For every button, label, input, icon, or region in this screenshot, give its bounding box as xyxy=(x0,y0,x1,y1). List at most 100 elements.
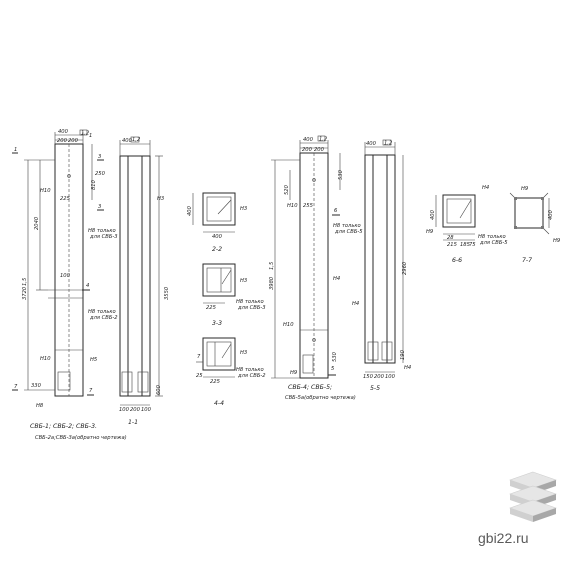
s44-n8-b: для СВБ-2 xyxy=(237,373,266,379)
s33-n8-b: для СВБ-3 xyxy=(237,305,266,311)
v4-height-top: 530 xyxy=(338,169,344,180)
s22-n3: Н3 xyxy=(240,206,247,212)
s11-height-total: 3550 xyxy=(164,286,170,300)
s77-height: 400 xyxy=(548,209,554,220)
s11-bottom-b: 200 xyxy=(130,407,141,413)
s55-bottom-c: 100 xyxy=(385,374,396,380)
s55-title: 5-5 xyxy=(370,385,380,392)
v4-n4: Н4 xyxy=(333,276,340,282)
v1-mark-top: 1 xyxy=(89,133,92,139)
s55-bottom-a: 150 xyxy=(363,374,374,380)
stacked-slabs-icon xyxy=(509,471,557,522)
s77-n9-tag: Н9 xyxy=(553,238,560,244)
s44-dim-a: 25 xyxy=(196,373,203,379)
site-brand: gbi22.ru xyxy=(478,530,529,546)
s55-height-bottom: 190 xyxy=(400,349,406,360)
v4-n9: Н9 xyxy=(290,370,297,376)
v1-height-bottom: 330 xyxy=(31,383,42,389)
s11-title: 1-1 xyxy=(128,419,138,426)
s55-width-total: 400 xyxy=(366,141,377,147)
v1-caption-2: СВБ-2а;СВБ-3а(обратно чертежа) xyxy=(35,435,127,441)
v1-height-top: 250 xyxy=(95,171,106,177)
v1-mark-upper-right: 3 xyxy=(98,154,101,160)
v1-height-sec: 1,5 xyxy=(22,277,28,286)
s33-n8-a: Н8 только xyxy=(236,299,264,305)
s66-title: 6-6 xyxy=(452,257,462,264)
v1-n10-bottom: Н10 xyxy=(40,356,51,362)
s11-width-box: 1,2 xyxy=(132,137,140,143)
v1-height-upper: 810 xyxy=(91,179,97,190)
v1-n8-mid-a: Н8 только xyxy=(88,309,116,315)
v1-width-box: 1,2 xyxy=(81,131,89,137)
s22-width: 400 xyxy=(212,234,223,240)
s33-width: 225 xyxy=(206,305,217,311)
s11-n3: Н3 xyxy=(157,196,164,202)
s44-dim-c: 7 xyxy=(197,354,201,360)
v4-width-half-b: 200 xyxy=(314,147,325,153)
s44-n3: Н3 xyxy=(240,350,247,356)
s44-n8-a: Н8 только xyxy=(236,367,264,373)
v4-n10-bottom: Н10 xyxy=(283,322,294,328)
v4-mark-5: 5 xyxy=(331,366,335,372)
v4-caption-1: СВБ-4; СВБ-5; xyxy=(288,384,332,391)
v1-mark-left: 1 xyxy=(14,147,17,153)
s33-n3: Н3 xyxy=(240,278,247,284)
s22-height: 400 xyxy=(187,205,193,216)
v1-mark-bottom-left: 7 xyxy=(14,384,18,390)
v1-n8-bottom: Н8 xyxy=(36,403,44,409)
s66-n9: Н9 xyxy=(426,229,433,235)
v4-n10-top: Н10 xyxy=(287,203,298,209)
s11-bottom-a: 100 xyxy=(119,407,130,413)
section-7-7: Н9 400 Н9 7-7 xyxy=(509,186,560,264)
v1-mark-mid-right: 3 xyxy=(98,204,101,210)
v4-n8-b: для СВБ-5 xyxy=(334,229,363,235)
column-view-1: 400 1,2 200 200 1 1 3 3 4 7 7 250 810 20… xyxy=(12,129,127,441)
v4-width-half-a: 200 xyxy=(302,147,313,153)
v4-height-bottom: 530 xyxy=(332,351,338,362)
v1-mark-low: 4 xyxy=(86,283,89,289)
v1-height-total: 3720 xyxy=(22,286,28,300)
v4-width-box: 1,2 xyxy=(319,137,327,143)
v1-offset-b: 100 xyxy=(60,273,71,279)
s66-dim-a: 215 xyxy=(447,242,458,248)
s44-dim-b: 225 xyxy=(210,379,221,385)
s55-bottom-b: 200 xyxy=(374,374,385,380)
section-4-4: 7 25 225 Н3 Н8 только для СВБ-2 4-4 xyxy=(196,337,266,407)
v1-height-lower: 2040 xyxy=(34,216,40,230)
section-5-5: 400 1,2 2960 Н4 190 Н4 150 200 100 5-5 xyxy=(352,139,411,392)
v4-height-total: 3980 xyxy=(269,276,275,290)
s66-n4: Н4 xyxy=(482,185,489,191)
s11-width-total: 400 xyxy=(122,138,133,144)
s66-n8-b: для СВБ-5 xyxy=(479,240,508,246)
section-2-2: 400 400 Н3 2-2 xyxy=(187,192,247,253)
v1-offset-a: 225 xyxy=(60,196,71,202)
s55-n4: Н4 xyxy=(352,301,359,307)
v4-mark-6: 6 xyxy=(334,208,338,214)
v1-mark-bottom-right: 7 xyxy=(89,388,93,394)
v4-caption-2: СВБ-5а(обратно чертежа) xyxy=(285,395,356,401)
section-3-3: 225 Н3 Н8 только для СВБ-3 3-3 xyxy=(202,263,266,327)
s55-height-total: 2960 xyxy=(402,261,408,275)
s66-n8-a: Н8 только xyxy=(478,234,506,240)
v1-width-half-a: 200 xyxy=(57,138,68,144)
v4-offset: 255 xyxy=(303,203,314,209)
column-view-4: 400 1,2 200 200 520 530 3980 1,5 Н10 255… xyxy=(269,135,363,401)
section-6-6: 400 Н4 Н9 28 215 185 75 Н8 только для СВ… xyxy=(426,185,508,264)
s66-dim-d: 75 xyxy=(469,242,476,248)
v1-n5: Н5 xyxy=(90,357,98,363)
v1-n8-top-a: Н8 только xyxy=(88,228,116,234)
s66-dim-b: 28 xyxy=(447,235,454,241)
s77-n9: Н9 xyxy=(521,186,528,192)
v1-n8-mid-b: для СВБ-2 xyxy=(89,315,118,321)
v1-width-half-b: 200 xyxy=(68,138,79,144)
v4-width-total: 400 xyxy=(303,137,314,143)
s55-n4-bottom: Н4 xyxy=(404,365,411,371)
v1-caption-1: СВБ-1; СВБ-2; СВБ-3. xyxy=(30,423,97,430)
s66-height: 400 xyxy=(430,209,436,220)
v1-n10-top: Н10 xyxy=(40,188,51,194)
v1-n8-top-b: для СВБ-3 xyxy=(89,234,118,240)
s66-dim-c: 185 xyxy=(460,242,471,248)
v4-height-sec: 1,5 xyxy=(269,261,275,270)
s33-title: 3-3 xyxy=(212,320,222,327)
